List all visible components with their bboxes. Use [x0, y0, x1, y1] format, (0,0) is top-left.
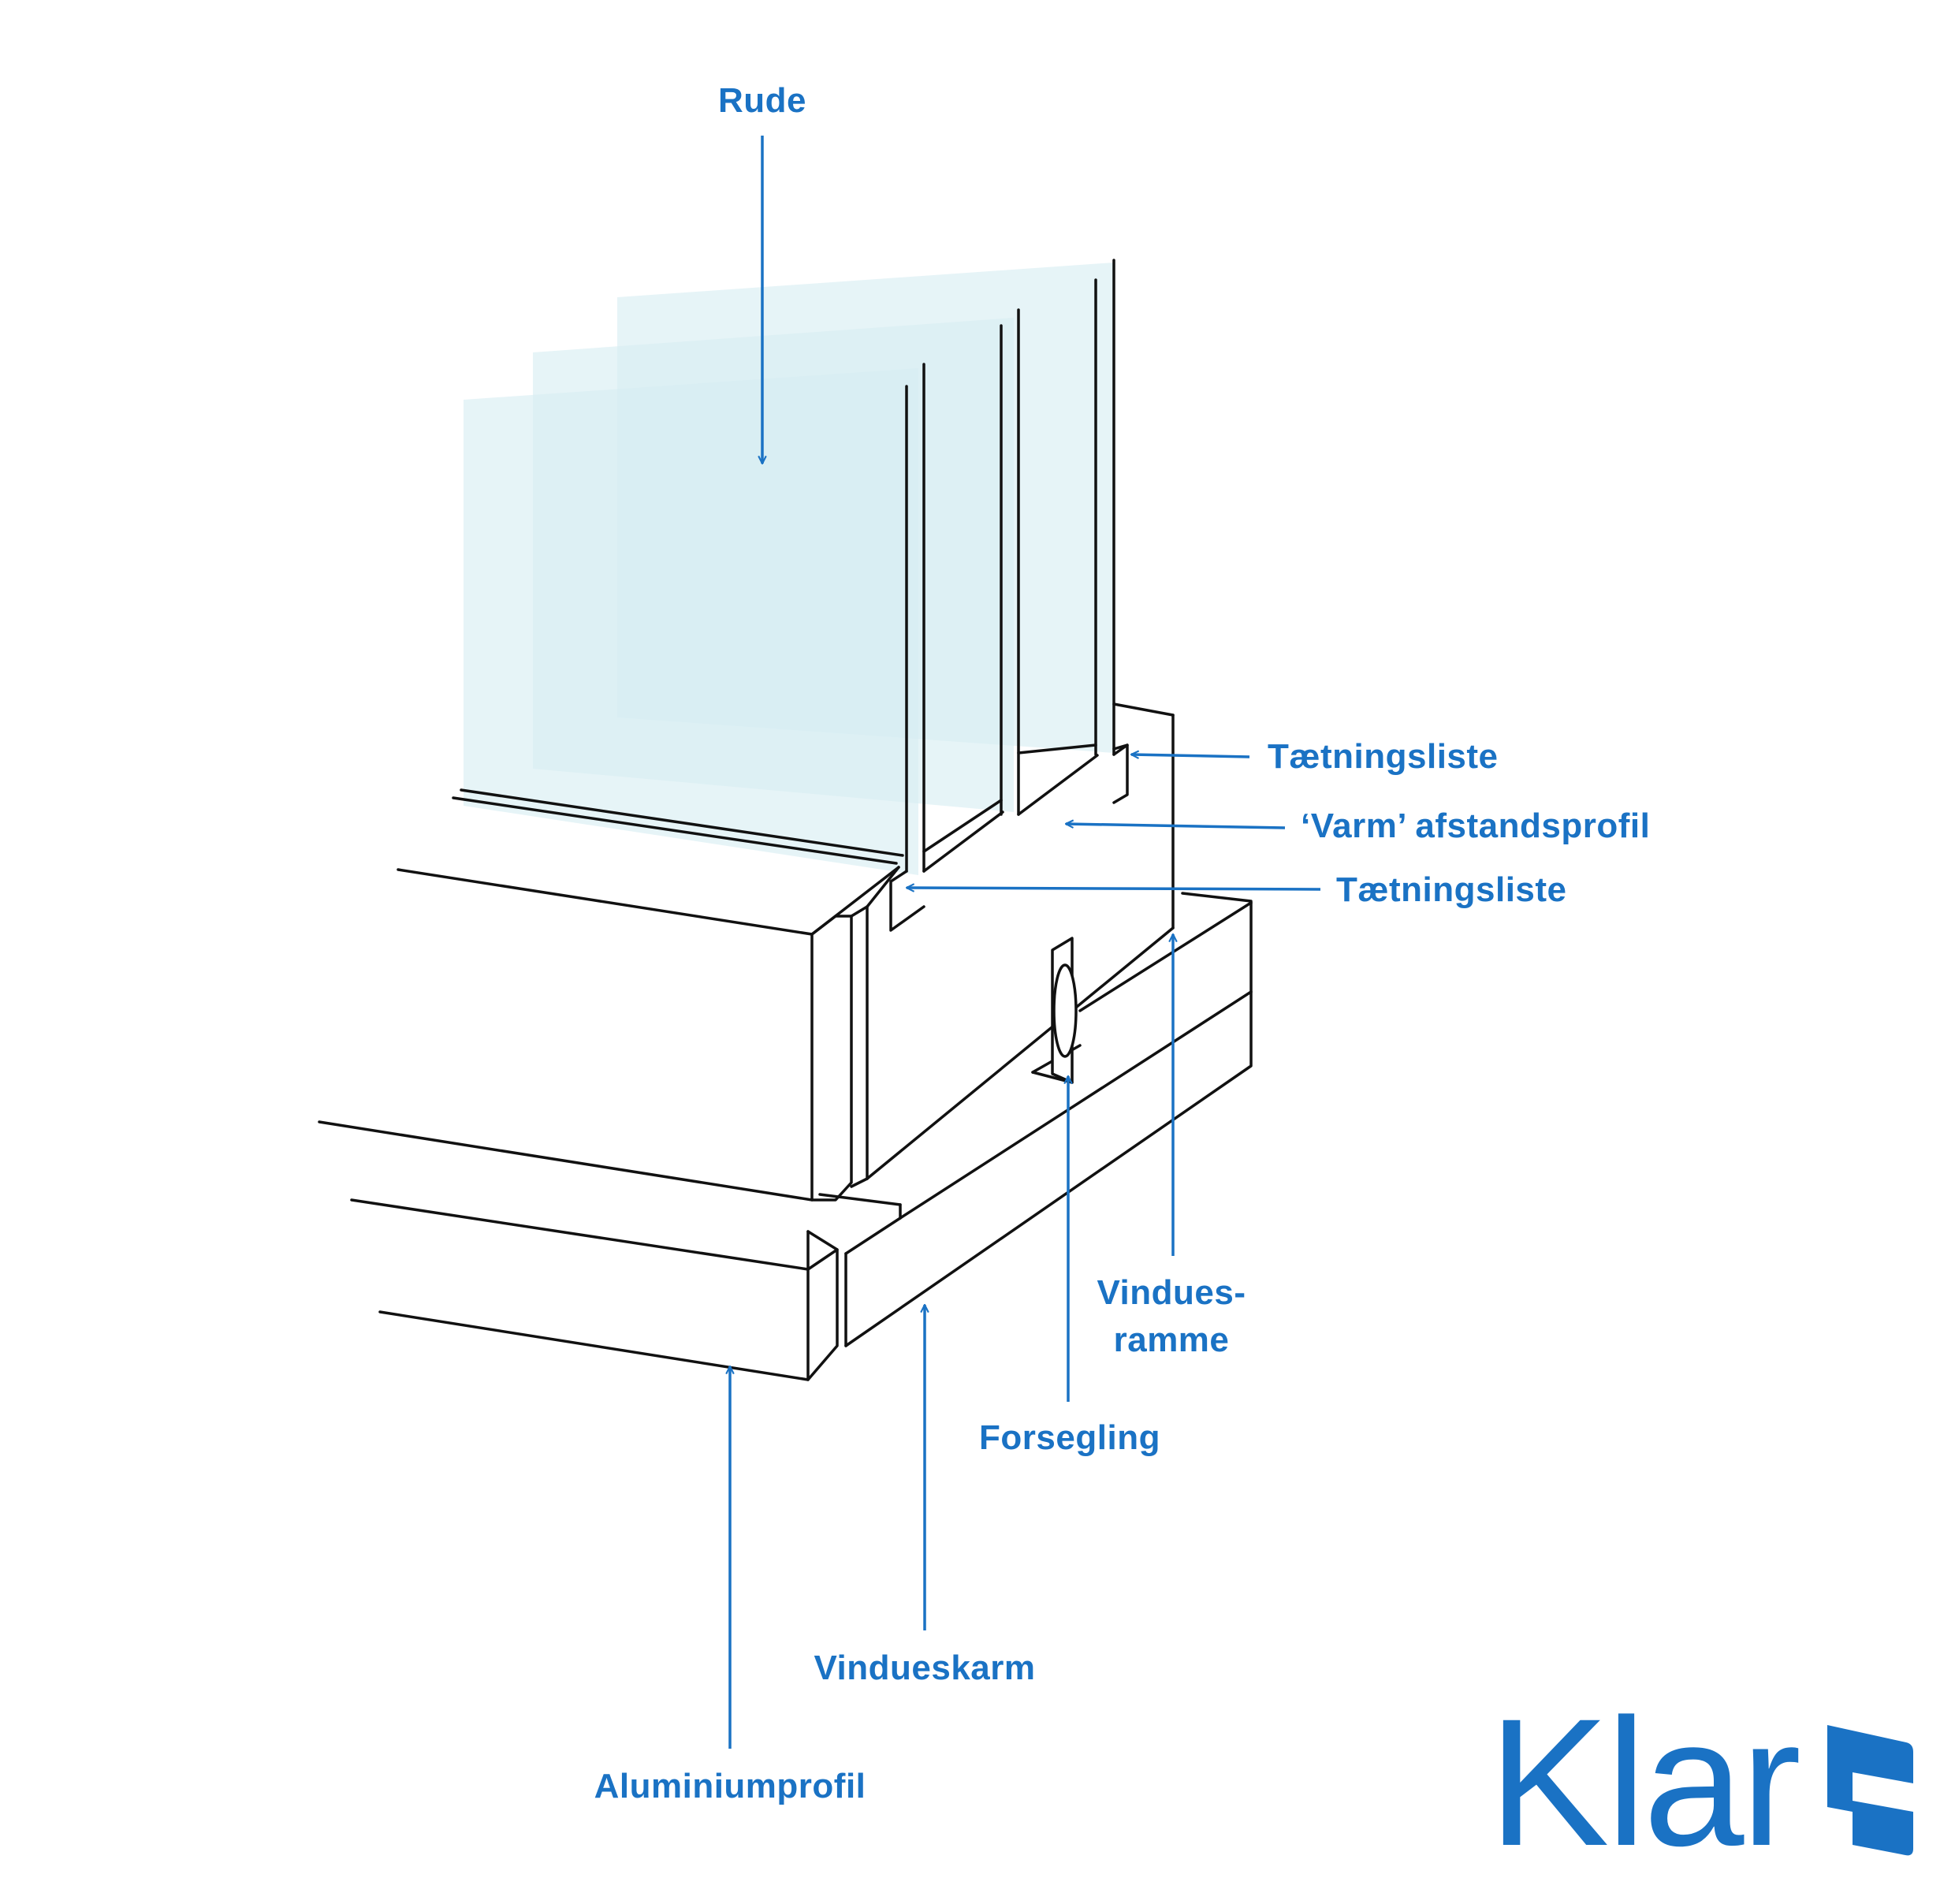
label-varm-afstandsprofil: ‘Varm’ afstandsprofil [1301, 807, 1650, 845]
label-taetningsliste-top: Tætningsliste [1268, 737, 1499, 776]
label-vindueskarm: Vindueskarm [814, 1649, 1035, 1687]
logo-wordmark: Klar [1488, 1681, 1798, 1884]
seal-element [1031, 937, 1078, 1084]
klar-logo: Klar [1488, 1681, 1913, 1884]
spacer-profiles [889, 743, 1129, 932]
glass-lites [905, 259, 1115, 873]
leader-lines [730, 136, 1321, 1749]
label-taetningsliste-bottom: Tætningsliste [1336, 870, 1567, 909]
aluminium-profile [350, 1198, 839, 1381]
label-rude: Rude [718, 81, 806, 120]
seal-gasket [1052, 963, 1078, 1058]
labels: Rude Tætningsliste ‘Varm’ afstandsprofil… [594, 81, 1650, 1805]
glass-pane-front [464, 368, 918, 875]
glazing-edge [452, 788, 904, 865]
label-forsegling: Forsegling [979, 1418, 1160, 1457]
label-aluminiumprofil: Aluminiumprofil [594, 1767, 866, 1805]
glass-panes [464, 263, 1114, 875]
leader-taetningsliste-top [1131, 755, 1250, 757]
label-vinduesramme-line1: Vindues- [1097, 1273, 1246, 1312]
leader-taetningsliste-bottom [907, 888, 1321, 889]
logo-window-mark-icon [1827, 1725, 1913, 1856]
leader-varm-afstandsprofil [1066, 824, 1286, 829]
label-vinduesramme-line2: ramme [1114, 1321, 1230, 1359]
window-sash-ramme [318, 702, 1175, 1202]
